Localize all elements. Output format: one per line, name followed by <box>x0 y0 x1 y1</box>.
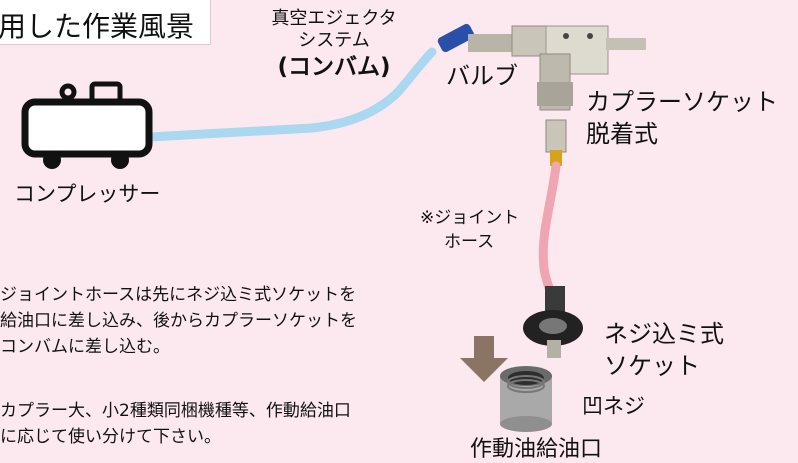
joint-hose-label-line1: ※ジョイント <box>420 208 520 228</box>
compressor-label: コンプレッサー <box>14 182 161 206</box>
oil-port-label: 作動油給油口 <box>470 437 603 462</box>
socket-label-line1: ネジ込ミ式 <box>604 320 724 348</box>
ejector-label-line1: 真空エジェクタ <box>271 8 397 29</box>
valve-label: バルブ <box>446 62 518 90</box>
note-procedure-line3: コンバムに差し込む。 <box>0 337 170 357</box>
joint-hose-label-line2: ホース <box>444 232 495 252</box>
coupler-label-line2: 脱着式 <box>586 120 658 148</box>
ejector-label: 真空エジェクタ システム (コンバム) <box>264 8 404 82</box>
air-hose <box>145 47 437 142</box>
valve-icon <box>437 23 547 57</box>
note-usage-line2: に応じて使い分けて下さい。 <box>0 427 221 447</box>
socket-label: ネジ込ミ式 ソケット <box>604 318 724 382</box>
socket-icon <box>523 286 583 358</box>
note-procedure-line2: 給油口に差し込み、後からカプラーソケットを <box>0 311 357 331</box>
joint-hose-label: ※ジョイント ホース <box>420 206 519 254</box>
coupler-label: カプラーソケット 脱着式 <box>586 86 778 150</box>
ejector-label-line2: システム <box>298 30 370 51</box>
title-box: 用した作業風景 <box>0 0 211 45</box>
note-procedure: ジョイントホースは先にネジ込ミ式ソケットを 給油口に差し込み、後からカプラーソケ… <box>0 282 357 360</box>
coupler-icon <box>537 25 646 166</box>
ejector-label-line3: (コンバム) <box>277 54 391 80</box>
threaded-port-icon <box>500 366 552 432</box>
compressor-icon <box>21 81 153 169</box>
socket-label-line2: ソケット <box>604 352 700 380</box>
note-usage-line1: カプラー大、小2種類同梱機種等、作動給油口 <box>0 401 351 421</box>
coupler-label-line1: カプラーソケット <box>586 88 778 116</box>
down-arrow-icon <box>460 336 508 382</box>
page-title: 用した作業風景 <box>0 10 195 43</box>
note-procedure-line1: ジョイントホースは先にネジ込ミ式ソケットを <box>0 285 357 305</box>
note-usage: カプラー大、小2種類同梱機種等、作動給油口 に応じて使い分けて下さい。 <box>0 398 351 450</box>
female-thread-label: 凹ネジ <box>582 394 645 418</box>
